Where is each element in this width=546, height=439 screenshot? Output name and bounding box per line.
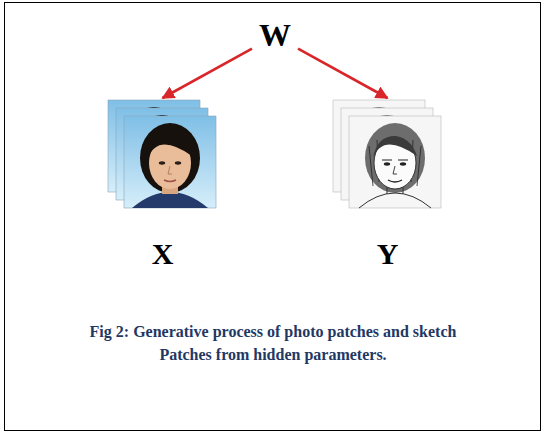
generative-arrow [298,49,388,98]
patch-stack-node: X [100,98,225,270]
figure-caption: Fig 2: Generative process of photo patch… [78,320,468,366]
patch-stack-node: Y [325,98,450,270]
figure-border [5,3,541,431]
photo-patch [124,116,216,208]
variable-label: Y [377,237,399,270]
parameter-symbol: W [259,18,291,53]
sketch-patch [349,116,441,208]
generative-arrow [163,49,253,98]
hidden-parameter-node: W [252,14,298,58]
variable-label: X [152,237,174,270]
